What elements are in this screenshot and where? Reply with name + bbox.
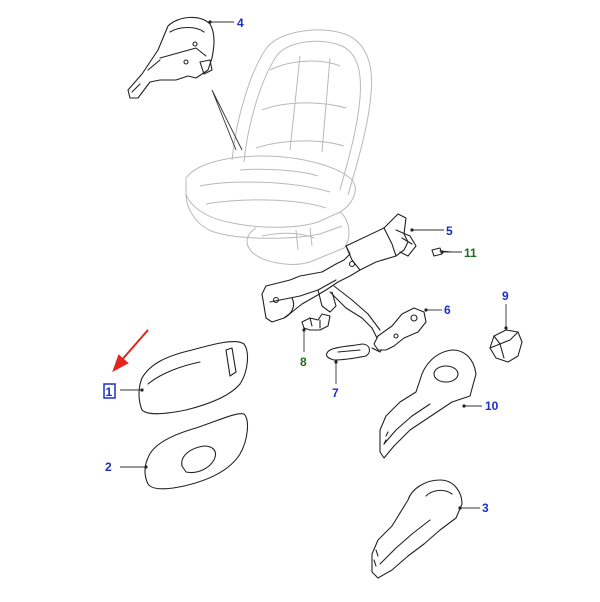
part-2-lower-side-trim <box>144 413 249 490</box>
callout-7[interactable]: 7 <box>332 386 339 400</box>
red-indicator-arrow-icon <box>112 329 149 373</box>
callout-4[interactable]: 4 <box>237 16 244 30</box>
callouts: 1 2 3 4 5 6 7 8 9 10 11 <box>105 16 509 515</box>
seat-frame-bracket <box>261 213 417 353</box>
part-6-lever-bracket <box>373 307 427 351</box>
part-4-recliner-cover <box>127 16 215 99</box>
part-8-clip <box>301 313 331 331</box>
callout-10[interactable]: 10 <box>485 399 499 413</box>
seat-outline-ghost <box>185 29 373 265</box>
callout-11[interactable]: 11 <box>464 246 477 260</box>
callout-3[interactable]: 3 <box>482 501 489 515</box>
callout-9[interactable]: 9 <box>502 289 509 303</box>
part-1-upper-side-trim <box>138 341 249 415</box>
callout-2[interactable]: 2 <box>105 460 112 474</box>
leader-lines <box>120 20 508 510</box>
part-9-knob <box>489 329 523 363</box>
callout-1[interactable]: 1 <box>106 385 113 399</box>
part-3-lower-shield <box>371 479 463 579</box>
callout-6[interactable]: 6 <box>444 303 451 317</box>
part-7-handle <box>325 343 371 361</box>
part-10-side-shield <box>379 349 477 459</box>
callout-5[interactable]: 5 <box>446 224 453 238</box>
callout-8[interactable]: 8 <box>300 355 307 369</box>
callout-1-highlight-box <box>103 383 116 399</box>
